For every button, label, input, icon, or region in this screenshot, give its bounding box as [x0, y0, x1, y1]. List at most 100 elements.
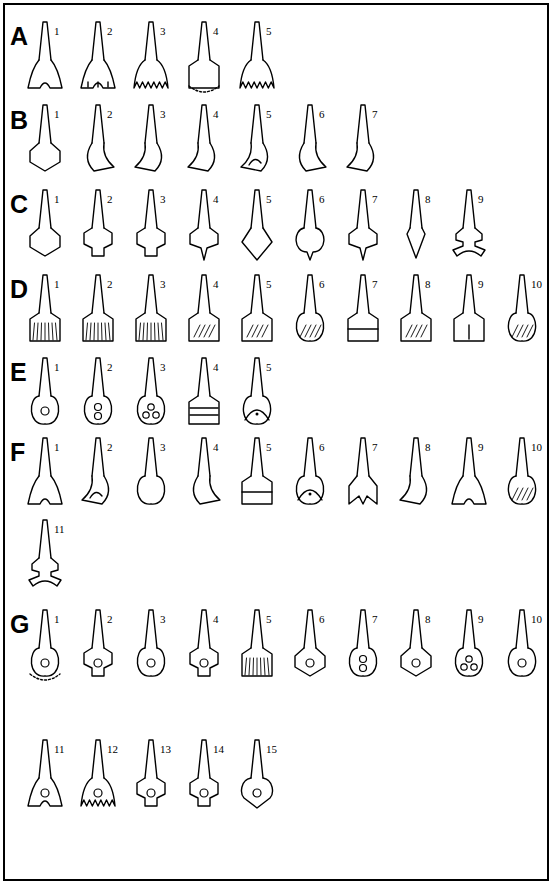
point-shank	[198, 275, 210, 313]
fringe-line	[48, 323, 50, 340]
figure-number: 5	[266, 109, 272, 120]
point-shank	[39, 190, 51, 228]
hole	[153, 412, 159, 418]
figure-number: 2	[107, 109, 113, 120]
point-shank	[145, 740, 157, 778]
hole	[94, 789, 102, 797]
figure-number: 1	[54, 442, 60, 453]
point-head	[508, 648, 535, 676]
figure-number: 10	[531, 614, 542, 625]
figure-number: 1	[54, 26, 60, 37]
hole	[147, 659, 155, 667]
fringe-line	[147, 323, 149, 340]
dot	[309, 493, 312, 496]
hatch-line	[411, 325, 417, 337]
arc-line	[298, 490, 322, 500]
point-shank	[463, 190, 475, 228]
fringe-line	[158, 323, 159, 340]
hatch-line	[204, 325, 210, 337]
point-shank	[39, 520, 51, 558]
fringe-line	[245, 658, 247, 675]
figure-number: 1	[54, 109, 60, 120]
row-letter: D	[10, 277, 28, 302]
hole	[95, 404, 102, 411]
hole	[200, 789, 208, 797]
point-shank	[251, 358, 263, 396]
point-shank	[304, 275, 316, 313]
figure-number: 15	[266, 744, 277, 755]
figure-number: 8	[425, 614, 431, 625]
hole	[461, 664, 467, 670]
figure-number: 7	[372, 194, 378, 205]
tooth-line	[87, 82, 88, 87]
point-shank	[92, 105, 104, 143]
point-head	[28, 778, 62, 806]
fringe-line	[94, 323, 96, 340]
point-head	[296, 313, 323, 341]
point-head	[401, 648, 431, 676]
point-head	[28, 60, 62, 88]
point-head	[508, 313, 535, 341]
point-shank	[410, 275, 422, 313]
hatch-line	[406, 325, 412, 337]
point-head	[189, 313, 219, 341]
point-shank	[304, 438, 316, 476]
figure-number: 12	[107, 744, 118, 755]
fringe-line	[268, 658, 270, 675]
figure-number: 7	[372, 279, 378, 290]
point-head	[83, 313, 113, 341]
figure-number: 9	[478, 614, 484, 625]
point-shank	[39, 22, 51, 60]
point-head	[242, 778, 273, 808]
figure-number: 5	[266, 362, 272, 373]
hole	[360, 656, 367, 663]
figure-number: 8	[425, 194, 431, 205]
point-shank	[516, 275, 528, 313]
point-shank	[463, 610, 475, 648]
fringe-line	[105, 323, 106, 340]
center-line	[468, 325, 469, 339]
figure-number: 4	[213, 442, 219, 453]
point-head	[407, 228, 425, 258]
figure-number: 14	[213, 744, 224, 755]
fringe-line	[143, 323, 144, 340]
figure-number: 4	[213, 109, 219, 120]
point-shank	[410, 438, 422, 476]
point-head	[349, 476, 377, 504]
fringe-line	[249, 658, 250, 675]
hatch-line	[421, 325, 427, 337]
point-shank	[92, 190, 104, 228]
hole	[41, 659, 49, 667]
hatch-line	[517, 488, 523, 500]
figure-number: 2	[107, 194, 113, 205]
point-shank	[357, 438, 369, 476]
figure-number: 6	[319, 109, 325, 120]
hole	[41, 407, 49, 415]
hole	[306, 659, 314, 667]
figure-number: 4	[213, 26, 219, 37]
point-head	[242, 313, 272, 341]
hatch-line	[305, 325, 311, 337]
point-shank	[145, 105, 157, 143]
point-shank	[251, 190, 263, 228]
figure-number: 5	[266, 194, 272, 205]
point-shank	[92, 438, 104, 476]
point-shank	[198, 22, 210, 60]
point-shank	[39, 740, 51, 778]
point-head	[84, 396, 111, 424]
point-head	[29, 558, 61, 586]
point-head	[242, 476, 272, 504]
hole	[94, 659, 102, 667]
point-shank	[39, 358, 51, 396]
figure-number: 11	[54, 744, 65, 755]
hatch-line	[199, 325, 205, 337]
figure-number: 1	[54, 362, 60, 373]
figure-number: 7	[372, 109, 378, 120]
point-head	[137, 648, 164, 676]
fringe-line	[154, 323, 156, 340]
band-line	[190, 414, 218, 415]
hatch-line	[262, 325, 268, 337]
hatch-line	[315, 325, 321, 337]
hatch-line	[416, 325, 422, 337]
